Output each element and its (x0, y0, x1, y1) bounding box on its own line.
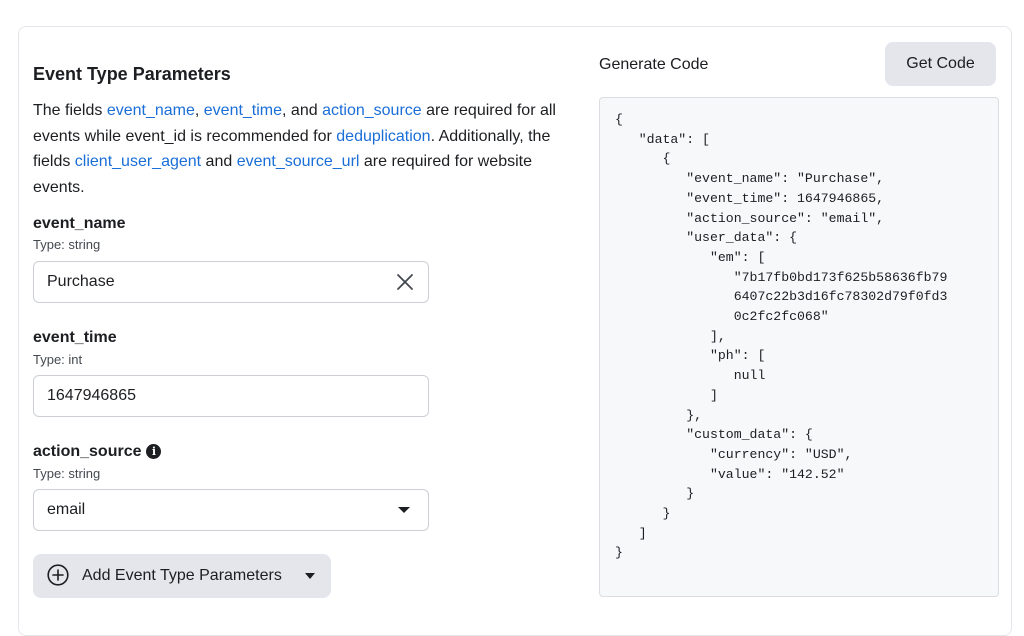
desc-text: are required for all events while event_… (33, 102, 556, 145)
field-type-action-source: Type: string (33, 466, 101, 481)
link-client-user-agent[interactable]: client_user_agent (74, 153, 202, 170)
field-label-event-name: event_name (33, 215, 126, 232)
desc-text: , (194, 102, 204, 119)
info-icon[interactable]: i (146, 444, 162, 459)
action-source-label: action_source (33, 443, 142, 460)
link-event-time[interactable]: event_time (203, 102, 283, 119)
link-deduplication[interactable]: deduplication (336, 127, 431, 145)
event-time-input[interactable]: 1647946865 (33, 375, 429, 417)
add-event-type-parameters-button[interactable]: Add Event Type Parameters (33, 554, 331, 598)
action-source-select[interactable]: email (33, 489, 429, 531)
generate-code-title: Generate Code (599, 56, 709, 73)
desc-text: The fields (33, 102, 107, 119)
desc-text: and (201, 153, 237, 170)
field-label-action-source: action_source i (33, 442, 162, 462)
link-event-name[interactable]: event_name (106, 102, 195, 119)
clear-icon[interactable] (396, 273, 414, 291)
event-name-value: Purchase (47, 273, 115, 290)
get-code-button[interactable]: Get Code (885, 42, 996, 86)
desc-text: . Additionally, the fields (33, 127, 551, 171)
add-button-label: Add Event Type Parameters (82, 567, 282, 584)
code-preview[interactable]: { "data": [ { "event_name": "Purchase", … (599, 97, 999, 597)
chevron-down-icon (398, 507, 410, 513)
field-type-event-name: Type: string (33, 237, 101, 252)
link-action-source[interactable]: action_source (322, 102, 422, 119)
code-content: { "data": [ { "event_name": "Purchase", … (615, 112, 948, 561)
field-label-event-time: event_time (33, 329, 117, 346)
link-event-source-url[interactable]: event_source_url (236, 153, 360, 170)
desc-text: are required for website events. (33, 153, 532, 196)
plus-circle-icon (47, 564, 69, 586)
chevron-down-icon (305, 573, 315, 579)
event-name-input[interactable]: Purchase (33, 261, 429, 303)
event-time-value: 1647946865 (47, 387, 136, 404)
left-panel: Event Type Parameters The fields event_n… (33, 60, 578, 598)
description-text: The fields event_name, event_time, and a… (33, 98, 578, 200)
field-type-event-time: Type: int (33, 352, 83, 367)
desc-text: , and (282, 102, 323, 119)
section-title: Event Type Parameters (33, 64, 231, 84)
action-source-value: email (47, 501, 86, 518)
